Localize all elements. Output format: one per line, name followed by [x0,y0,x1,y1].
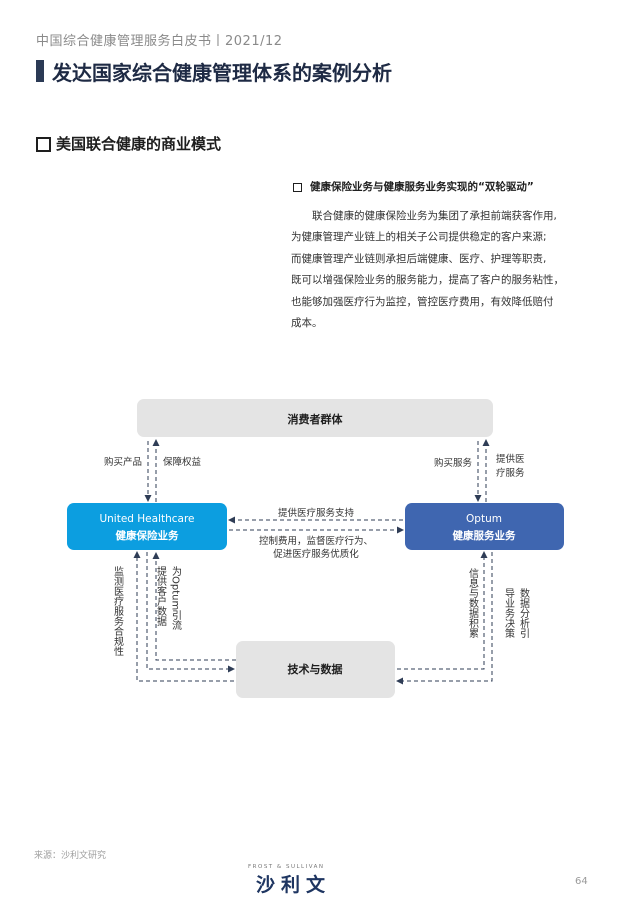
arrow-to-tech-data [133,551,234,682]
label-monitor: 监测医疗服务合规性 [112,565,124,657]
uhc-label-2: 健康保险业务 [116,529,179,542]
optum-label-1: Optum [466,513,502,525]
section-title: 美国联合健康的商业模式 [56,135,222,153]
label-analysis-2: 导业务决策 [503,588,515,639]
arrow-analysis [396,552,493,685]
section-subtitle: 健康保险业务与健康服务业务实现的“双轮驱动” [310,181,534,193]
frost-sullivan-logo: 沙利文 [256,874,332,896]
page-title: 发达国家综合健康管理体系的案例分析 [52,61,392,85]
paragraph-line: 而健康管理产业链则承担后端健康、医疗、护理等职责, [291,252,547,265]
label-guarantee-rights: 保障权益 [163,456,202,468]
consumers-node [137,399,493,437]
description-paragraph: 联合健康的健康保险业务为集团了承担前端获客作用, 为健康管理产业链上的相关子公司… [291,206,603,334]
arrow-provide-data [152,552,236,661]
label-control-1: 控制费用，监督医疗行为、 [259,535,373,547]
paragraph-line: 为健康管理产业链上的相关子公司提供稳定的客户来源; [291,231,547,244]
paragraph-line: 成本。 [291,317,323,330]
small-checkbox-icon [293,183,302,192]
checkbox-icon [36,137,51,152]
label-draw-optum: 为Optum引流 [170,566,182,631]
label-provide-medical-1: 提供医 [496,453,525,465]
optum-node [405,503,564,550]
label-provide-data: 提供客户数据 [155,566,167,627]
label-buy-services: 购买服务 [434,457,473,469]
page-number: 64 [575,876,588,887]
report-title: 中国综合健康管理服务白皮书丨2021/12 [36,34,283,49]
consumers-label: 消费者群体 [288,412,344,426]
label-buy-products: 购买产品 [104,456,142,468]
tech-node [236,641,395,698]
label-control-2: 促进医疗服务优质化 [273,548,359,560]
optum-label-2: 健康服务业务 [453,529,516,542]
label-provide-medical-2: 疗服务 [496,467,525,479]
title-accent-bar [36,60,44,82]
paragraph-line: 既可以增强保险业务的服务能力，提高了客户的服务粘性， [291,274,564,287]
uhc-label-1: United Healthcare [99,513,194,525]
arrow-accumulate [397,551,488,670]
label-accumulate: 信息与数据积累 [467,568,479,638]
paragraph-line: 也能够加强医疗行为监控，管控医疗费用，有效降低赔付 [291,295,554,308]
label-support: 提供医疗服务支持 [278,507,355,519]
label-analysis-1: 数据分析引 [518,587,530,639]
source-note: 来源：沙利文研究 [34,851,107,861]
arrow-monitor [146,552,235,673]
paragraph-line: 联合健康的健康保险业务为集团了承担前端获客作用, [312,210,557,222]
uhc-node [67,503,227,550]
logo-subtext: FROST & SULLIVAN [248,864,325,870]
tech-label: 技术与数据 [288,662,343,676]
